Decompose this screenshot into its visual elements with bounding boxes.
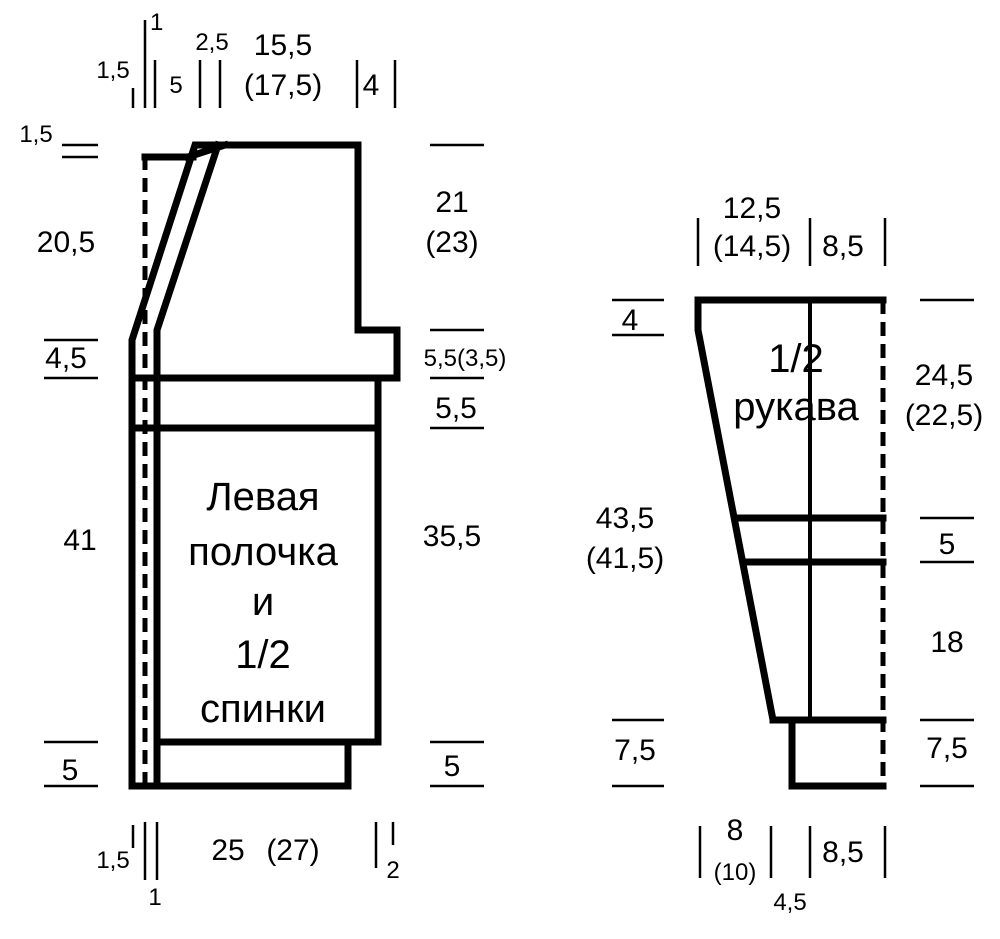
front-top-dim-c: 5 <box>169 72 182 99</box>
front-left-dim-e: 5 <box>62 754 79 787</box>
front-top-dim-f: 4 <box>363 69 380 102</box>
sleeve-right-dim-d: 7,5 <box>926 732 968 765</box>
front-left-dim-a: 1,5 <box>19 121 52 148</box>
front-title-line-2: полочка <box>188 530 338 574</box>
front-bottom-dimensions: 1,5 1 25 (27) 2 <box>96 822 400 911</box>
sleeve-bottom-dim-b: 4,5 <box>773 889 806 916</box>
sleeve-left-dim-a: 4 <box>622 304 639 337</box>
sleeve-left-dim-b: 43,5 <box>596 502 654 535</box>
front-title-line-5: спинки <box>200 687 326 731</box>
sleeve-title-line-1: 1/2 <box>768 337 824 381</box>
front-left-dim-b: 20,5 <box>37 226 95 259</box>
sleeve-bottom-dimensions: 8 (10) 4,5 8,5 <box>698 814 887 916</box>
front-bottom-dim-c-alt: (27) <box>266 834 319 867</box>
neck-slope <box>183 140 230 162</box>
sleeve-left-dim-c: 7,5 <box>614 734 656 767</box>
sleeve-top-dim-a-alt: (14,5) <box>713 230 791 263</box>
front-right-dim-a-alt: (23) <box>425 226 478 259</box>
sleeve-top-dimensions: 12,5 (14,5) 8,5 <box>696 192 887 266</box>
front-top-dim-d: 2,5 <box>195 29 228 56</box>
front-top-dim-e-alt: (17,5) <box>244 69 322 102</box>
front-band-line <box>153 140 223 790</box>
sleeve-title-line-2: рукава <box>733 385 859 429</box>
sleeve-bottom-dim-a-alt: (10) <box>714 859 757 886</box>
front-left-dim-d: 41 <box>63 524 96 557</box>
sleeve-piece: 1/2 рукава 12,5 (14,5) 8,5 4 43,5 (41,5)… <box>586 192 983 916</box>
sleeve-top-dim-a: 12,5 <box>723 192 781 225</box>
sleeve-left-dimensions: 4 43,5 (41,5) 7,5 <box>586 298 664 788</box>
sleeve-right-dim-b: 5 <box>939 528 956 561</box>
sleeve-top-dim-b: 8,5 <box>822 230 864 263</box>
front-left-dimensions: 1,5 20,5 4,5 41 5 <box>19 121 98 788</box>
front-top-dim-b: 1 <box>150 9 163 36</box>
front-right-dim-e: 5 <box>444 750 461 783</box>
front-title-line-1: Левая <box>206 475 319 519</box>
front-left-dim-c: 4,5 <box>45 342 87 375</box>
sleeve-bottom-dim-c: 8,5 <box>822 836 864 869</box>
front-top-dim-e: 15,5 <box>254 29 312 62</box>
front-bottom-dim-d: 2 <box>386 857 399 884</box>
sleeve-right-dim-a: 24,5 <box>915 359 973 392</box>
front-top-dim-a: 1,5 <box>96 57 129 84</box>
front-right-dim-a: 21 <box>435 186 468 219</box>
front-right-dim-d: 35,5 <box>423 520 481 553</box>
front-bottom-dim-b: 1 <box>148 884 161 911</box>
sleeve-right-dim-a-alt: (22,5) <box>905 399 983 432</box>
front-right-dimensions: 21 (23) 5,5(3,5) 5,5 35,5 5 <box>423 143 507 788</box>
sleeve-right-dim-c: 18 <box>930 626 963 659</box>
front-title-line-3: и <box>252 580 274 624</box>
sleeve-right-dimensions: 24,5 (22,5) 5 18 7,5 <box>905 298 983 788</box>
sleeve-bottom-dim-a: 8 <box>727 814 744 847</box>
front-piece: Левая полочка и 1/2 спинки 1,5 1 5 2,5 1… <box>19 9 506 911</box>
front-piece-outline <box>128 141 401 790</box>
front-bottom-dim-c: 25 <box>211 834 244 867</box>
front-top-dimensions: 1,5 1 5 2,5 15,5 (17,5) 4 <box>96 9 397 108</box>
front-right-dim-c: 5,5 <box>435 392 477 425</box>
front-right-dim-b: 5,5(3,5) <box>424 345 507 372</box>
front-bottom-dim-a: 1,5 <box>96 847 129 874</box>
front-title-line-4: 1/2 <box>235 633 291 677</box>
sleeve-left-dim-b-alt: (41,5) <box>586 542 664 575</box>
